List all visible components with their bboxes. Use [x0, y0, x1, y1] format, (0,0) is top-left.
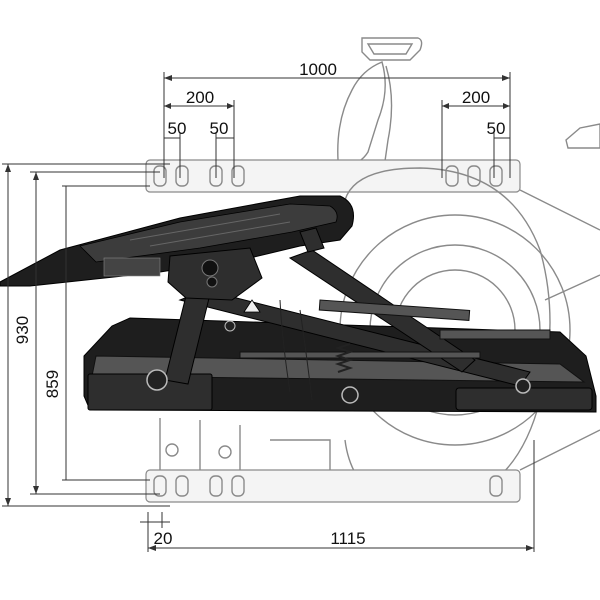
wheel-tangent-lower [519, 429, 600, 471]
roller [146, 369, 168, 391]
handle-inner-outline [366, 43, 414, 55]
gas-strut-upper [318, 299, 471, 321]
top-plate-surface [79, 203, 338, 263]
bolt-outline [165, 443, 179, 457]
lower-rail-outline [145, 469, 521, 503]
pivot-bolt [201, 259, 219, 277]
seat-back-outline [337, 61, 386, 166]
roller [515, 378, 531, 394]
upper-rail-outline [145, 159, 521, 193]
dim-height-inner: 859 [43, 370, 62, 398]
seat-back-edge [383, 65, 393, 169]
gas-strut-lower [439, 329, 551, 340]
dim-bottom-overall: 1115 [330, 529, 365, 548]
bolt-outline [218, 445, 232, 459]
roller [341, 386, 359, 404]
wheel-tangent-upper [519, 189, 600, 231]
side-rod [239, 351, 481, 359]
roller-small [224, 320, 236, 332]
dim-bottom-small: 20 [154, 529, 173, 548]
handle-outline [361, 37, 423, 61]
label-plate [103, 257, 161, 277]
small-part-outline [565, 123, 600, 149]
coil-spring [334, 343, 354, 373]
warning-triangle-icon [243, 299, 261, 313]
control-cable [279, 299, 313, 401]
dim-left-slot-a: 50 [168, 119, 187, 138]
mount-bracket [299, 227, 325, 253]
dimension-labels: 1000 200 200 50 50 50 930 859 20 1115 [13, 60, 505, 548]
dim-top-overall: 1000 [299, 60, 337, 79]
dim-top-left-span: 200 [186, 88, 214, 107]
dimension-lines [2, 72, 535, 552]
underframe-lines [159, 418, 331, 470]
wheel-tangent-right [544, 274, 600, 301]
dim-height-overall: 930 [13, 316, 32, 344]
dim-left-slot-b: 50 [210, 119, 229, 138]
dim-top-right-span: 200 [462, 88, 490, 107]
top-plate-grooves [129, 213, 291, 247]
pivot-bolt-small [206, 276, 218, 288]
fifth-wheel-mechanism [0, 195, 597, 413]
dim-right-slot: 50 [487, 119, 506, 138]
lower-rail-slots [153, 475, 503, 497]
background-outline-drawing [145, 37, 600, 503]
